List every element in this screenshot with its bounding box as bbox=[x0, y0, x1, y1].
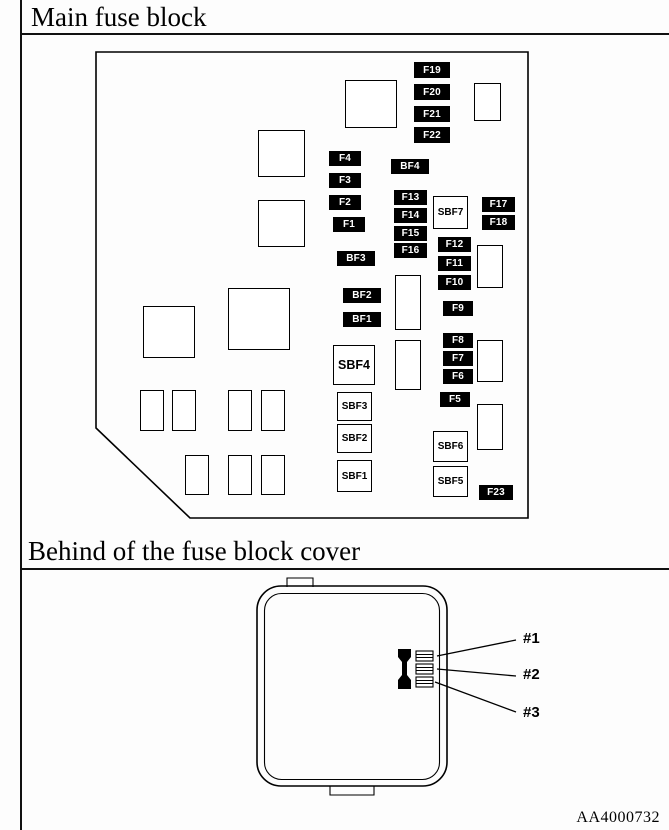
fuse-F23: F23 bbox=[479, 485, 513, 500]
relay-slot bbox=[261, 390, 285, 431]
fuse-SBF5: SBF5 bbox=[433, 466, 468, 497]
cover-outline-inner bbox=[263, 592, 441, 781]
relay-slot bbox=[228, 390, 252, 431]
relay-slot bbox=[140, 390, 164, 431]
fuse-F18: F18 bbox=[482, 215, 515, 230]
relay-slot bbox=[395, 275, 421, 330]
page-left-rule bbox=[20, 0, 22, 830]
title-cover-underline bbox=[20, 568, 669, 570]
relay-slot bbox=[228, 455, 252, 495]
fuse-puller-icon bbox=[398, 649, 411, 689]
fuse-F9: F9 bbox=[443, 301, 473, 316]
fuse-F12: F12 bbox=[438, 237, 471, 252]
callout-label-1: #1 bbox=[523, 630, 540, 647]
relay-slot bbox=[143, 306, 195, 358]
relay-slot bbox=[228, 288, 290, 350]
fuse-SBF6: SBF6 bbox=[433, 431, 468, 462]
fuse-F19: F19 bbox=[414, 62, 450, 78]
fuse-F16: F16 bbox=[394, 243, 427, 258]
fuse-SBF3: SBF3 bbox=[337, 392, 372, 421]
fuse-SBF1: SBF1 bbox=[337, 460, 372, 492]
fuse-SBF7: SBF7 bbox=[433, 196, 468, 229]
fuse-F8: F8 bbox=[443, 333, 473, 348]
relay-slot bbox=[258, 130, 305, 177]
relay-slot bbox=[477, 245, 503, 288]
fuse-F20: F20 bbox=[414, 84, 450, 100]
fuse-F4: F4 bbox=[329, 151, 361, 166]
relay-slot bbox=[477, 340, 503, 382]
relay-slot bbox=[185, 455, 209, 495]
fuse-F6: F6 bbox=[443, 369, 473, 384]
relay-slot bbox=[345, 80, 397, 128]
fuse-BF4: BF4 bbox=[391, 159, 429, 174]
fuse-F1: F1 bbox=[333, 217, 365, 232]
pointer-line-2 bbox=[436, 668, 517, 677]
cover-top-tab bbox=[286, 577, 314, 587]
title-main-underline bbox=[20, 33, 669, 35]
main-fuse-block-outline bbox=[95, 51, 529, 519]
pointer-line-1 bbox=[436, 639, 517, 657]
callout-label-3: #3 bbox=[523, 704, 540, 721]
figure-code: AA4000732 bbox=[576, 809, 660, 826]
relay-slot bbox=[474, 83, 501, 121]
page-title-main: Main fuse block bbox=[31, 2, 207, 32]
callout-label-2: #2 bbox=[523, 666, 540, 683]
relay-slot bbox=[261, 455, 285, 495]
fuse-F7: F7 bbox=[443, 351, 473, 366]
fuse-F10: F10 bbox=[438, 275, 471, 290]
fuse-F3: F3 bbox=[329, 173, 361, 188]
fuse-F13: F13 bbox=[394, 190, 427, 205]
relay-slot bbox=[172, 390, 196, 431]
relay-slot bbox=[477, 404, 503, 450]
fuse-F17: F17 bbox=[482, 197, 515, 212]
page-title-cover: Behind of the fuse block cover bbox=[28, 536, 361, 566]
fuse-F14: F14 bbox=[394, 208, 427, 223]
fuse-F15: F15 bbox=[394, 226, 427, 241]
fuse-F11: F11 bbox=[438, 256, 471, 271]
fuse-SBF2: SBF2 bbox=[337, 424, 372, 453]
pointer-line-3 bbox=[434, 681, 517, 713]
relay-slot bbox=[258, 200, 305, 247]
fuse-BF1: BF1 bbox=[343, 312, 381, 327]
fuse-BF3: BF3 bbox=[337, 251, 375, 266]
relay-slot bbox=[395, 340, 421, 390]
fuse-SBF4: SBF4 bbox=[333, 345, 375, 385]
fuse-F5: F5 bbox=[440, 392, 470, 407]
cover-bottom-tab bbox=[329, 786, 375, 796]
fuse-F22: F22 bbox=[414, 127, 450, 143]
spare-fuse-icons bbox=[415, 650, 434, 688]
fuse-BF2: BF2 bbox=[343, 288, 381, 303]
fuse-F21: F21 bbox=[414, 106, 450, 122]
fuse-F2: F2 bbox=[329, 195, 361, 210]
